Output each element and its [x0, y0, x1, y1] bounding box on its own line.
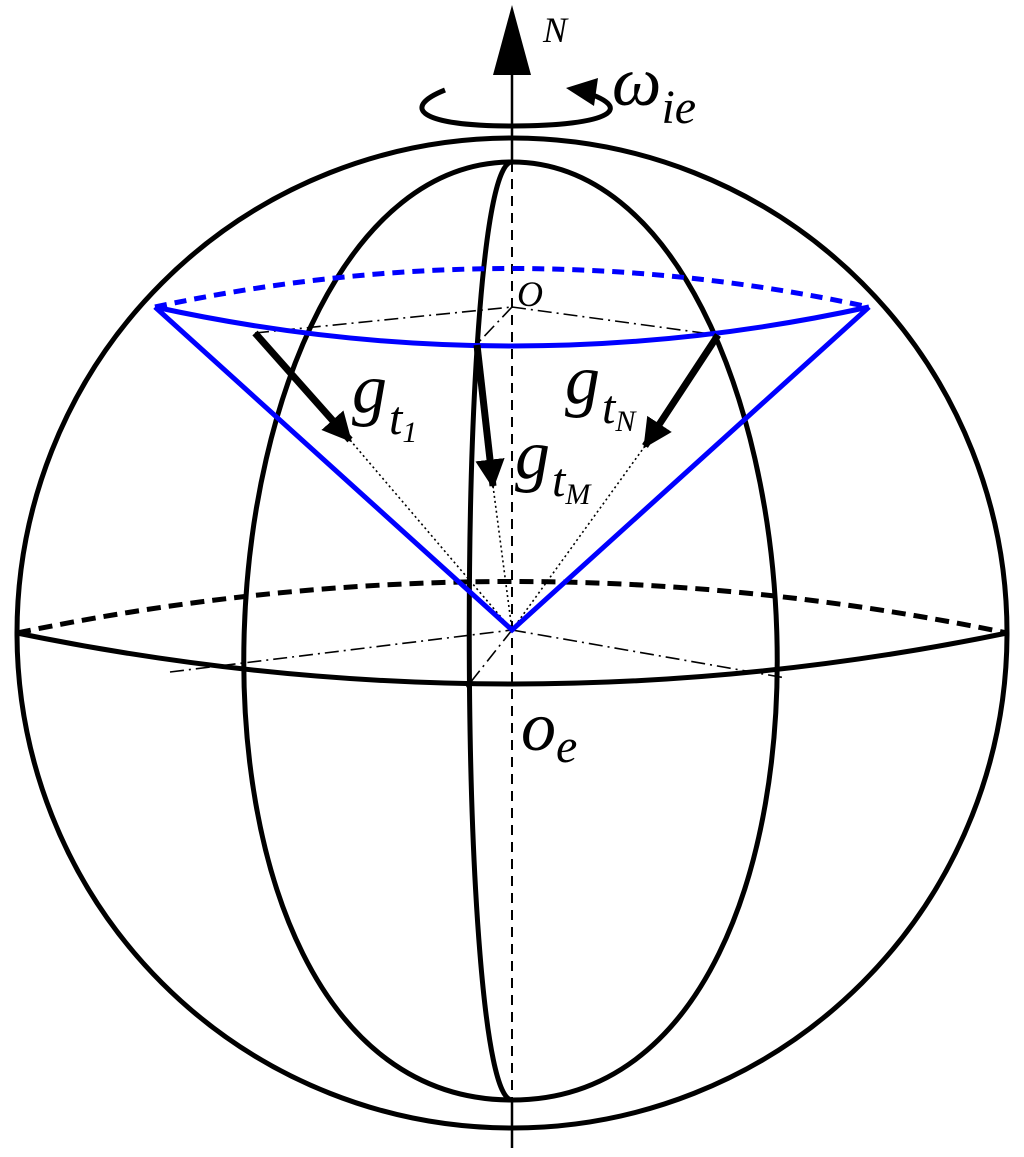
gravity-label-tM: gtM: [515, 417, 592, 511]
center-o-label: O: [517, 274, 543, 314]
gravity-label-t1: gt1: [352, 351, 417, 449]
reference-lines: [169, 306, 787, 689]
gravity-vector-tM: [473, 344, 505, 489]
gravity-cone: [153, 305, 871, 634]
rotation-arrowhead: [566, 78, 598, 106]
gravity-vector-tN: [642, 333, 721, 449]
gravity-vector-t1: [252, 330, 353, 443]
gravity-label-tN: gtN: [565, 342, 637, 438]
omega-label: ωie: [612, 44, 696, 134]
earth-center-label: oe: [521, 689, 577, 773]
gravity-projection-lines: [349, 439, 646, 631]
rotation-arrow: [419, 87, 613, 129]
meridian-inner: [466, 159, 513, 1103]
north-label: N: [542, 10, 569, 50]
equator-front: [16, 630, 1008, 687]
latitude-circle-back: [154, 266, 870, 310]
latitude-circle-front: [154, 304, 870, 349]
north-arrowhead: [493, 5, 531, 75]
